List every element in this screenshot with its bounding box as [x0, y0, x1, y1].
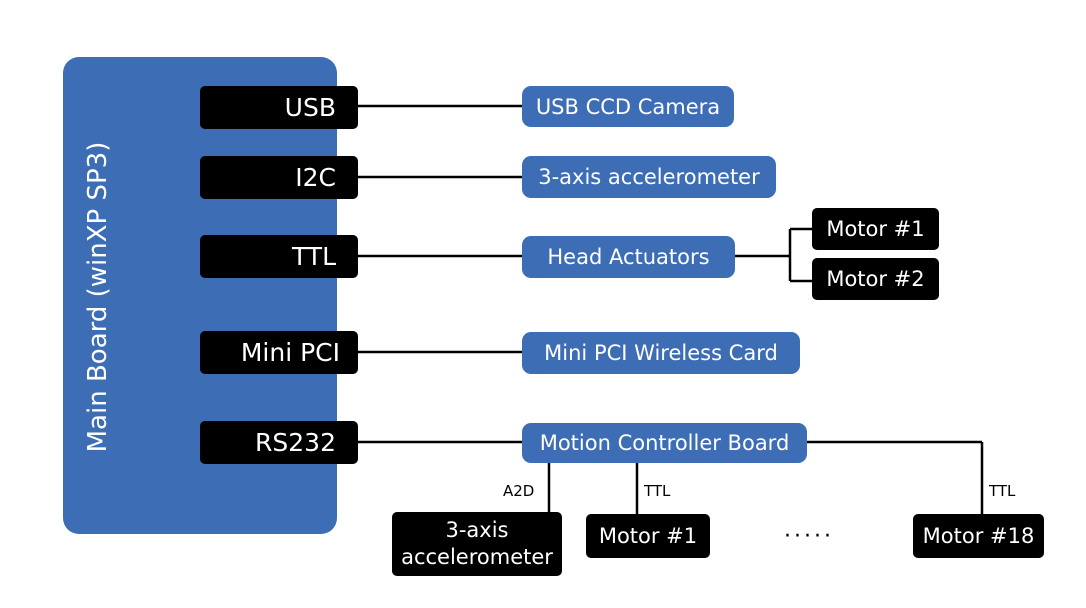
controller-motor-18: Motor #18 [913, 514, 1044, 558]
device-motion-controller-board: Motion Controller Board [522, 423, 807, 463]
port-ttl: TTL [200, 235, 358, 278]
controller-motor-1: Motor #1 [586, 514, 710, 558]
head-motor-1: Motor #1 [812, 208, 939, 250]
device-usb-ccd-camera: USB CCD Camera [522, 86, 734, 127]
controller-accelerometer-line-2: accelerometer [401, 545, 553, 569]
ellipsis: ····· [784, 524, 834, 549]
a2d-label: A2D [503, 482, 535, 500]
device-head-actuators: Head Actuators [522, 236, 735, 278]
device-3-axis-accelerometer: 3-axis accelerometer [522, 156, 776, 198]
ttl-label-motor-1: TTL [644, 482, 671, 500]
controller-accelerometer-line-1: 3-axis [445, 518, 509, 542]
port-rs232: RS232 [200, 421, 358, 464]
port-usb: USB [200, 86, 358, 129]
port-i2c: I2C [200, 156, 358, 199]
head-motor-2: Motor #2 [812, 258, 939, 300]
ttl-label-motor-18: TTL [989, 482, 1016, 500]
port-mini-pci: Mini PCI [200, 331, 358, 374]
controller-accelerometer: 3-axis accelerometer [392, 512, 562, 576]
device-mini-pci-wireless-card: Mini PCI Wireless Card [522, 332, 800, 374]
main-board-label: Main Board (winXP SP3) [83, 141, 113, 453]
